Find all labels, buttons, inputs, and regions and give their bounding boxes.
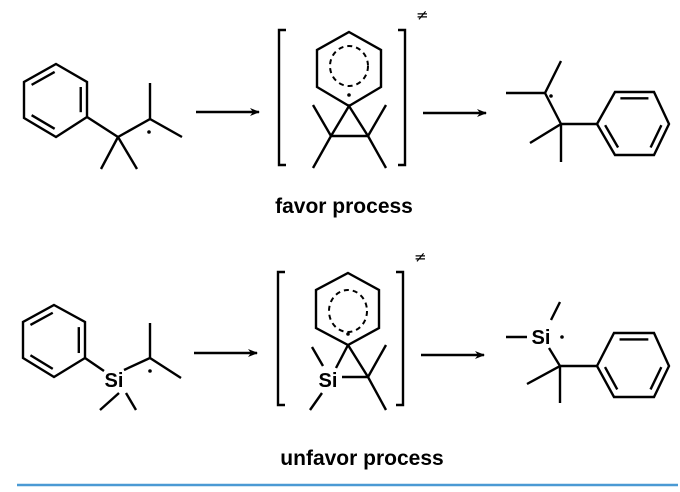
- double-bond: [649, 124, 663, 149]
- right-bracket: [398, 28, 407, 167]
- left-bracket: [277, 28, 286, 167]
- double-bond: [603, 366, 619, 391]
- double-bond: [29, 354, 54, 370]
- transition-state-top: ≠: [277, 6, 429, 169]
- double-bond: [649, 366, 663, 390]
- benzene-ring: [21, 303, 87, 379]
- silicon-atom: Si: [105, 370, 124, 392]
- reactant-bottom: Si: [21, 303, 182, 411]
- benzene-ring: [595, 90, 671, 157]
- radical-dot: [549, 94, 553, 98]
- product-top: [506, 60, 671, 162]
- ring-outline: [22, 62, 89, 139]
- ring-outline: [21, 303, 87, 379]
- double-bond: [604, 124, 620, 149]
- transition-state-symbol: ≠: [416, 6, 429, 24]
- left-bracket: [276, 270, 285, 407]
- reactant-top: [22, 62, 183, 170]
- product-bottom: Si: [506, 301, 671, 403]
- benzene-ring: [22, 62, 89, 139]
- benzene-ring: [595, 331, 671, 399]
- silicon-atom: Si: [319, 370, 338, 392]
- silicon-atom: Si: [532, 327, 551, 349]
- right-bracket: [396, 270, 405, 407]
- double-bond: [29, 311, 54, 327]
- caption-unfavor-process: unfavor process: [280, 447, 443, 470]
- ring-outline: [595, 90, 671, 157]
- double-bond: [31, 114, 56, 130]
- transition-state-bottom: ≠ Si: [276, 248, 427, 411]
- transition-state-symbol: ≠: [414, 248, 427, 266]
- double-bond: [31, 70, 56, 86]
- caption-favor-process: favor process: [275, 195, 413, 218]
- radical-dot: [147, 130, 151, 134]
- ring-outline: [595, 331, 671, 399]
